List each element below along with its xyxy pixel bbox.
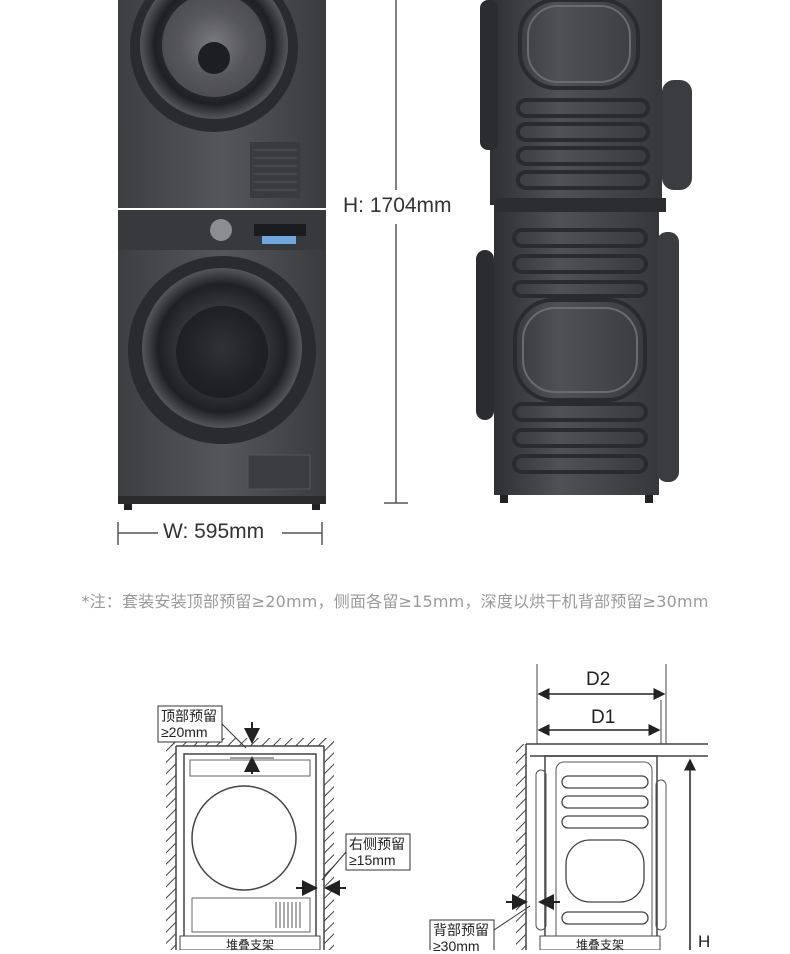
control-knob (210, 219, 232, 241)
back-clearance-line2: ≥30mm (433, 938, 480, 954)
top-clearance-line2: ≥20mm (161, 724, 208, 740)
stack-bracket (496, 198, 666, 212)
appliance-render (117, 0, 692, 545)
installation-note: *注：套装安装顶部预留≥20mm，侧面各留≥15mm，深度以烘干机背部预留≥30… (81, 592, 709, 611)
front-diagram (157, 705, 411, 950)
front-bracket-label: 堆叠支架 (225, 938, 274, 952)
back-clearance-callout: 背部预留 ≥30mm (433, 922, 489, 954)
side-clearance-line2: ≥15mm (349, 852, 396, 868)
filter-cover (247, 454, 311, 490)
side-stacked-unit (476, 0, 692, 503)
width-dimension (117, 522, 323, 545)
d2-label: D2 (586, 669, 611, 690)
d1-label: D1 (591, 707, 616, 728)
side-clearance-line1: 右侧预留 (349, 836, 405, 852)
top-clearance-line1: 顶部预留 (161, 708, 217, 724)
height-label: H: 1704mm (343, 194, 452, 217)
display-panel (254, 224, 306, 236)
back-clearance-line1: 背部预留 (433, 922, 489, 938)
h-label: H (698, 932, 711, 951)
width-label: W: 595mm (163, 520, 265, 543)
height-dimension (384, 0, 408, 504)
side-diagram (429, 664, 708, 950)
dryer-vent (250, 142, 300, 198)
front-stacked-unit (118, 0, 326, 510)
side-bracket-label: 堆叠支架 (575, 938, 624, 952)
top-clearance-callout: 顶部预留 ≥20mm (161, 708, 217, 740)
side-clearance-callout: 右侧预留 ≥15mm (349, 836, 405, 868)
